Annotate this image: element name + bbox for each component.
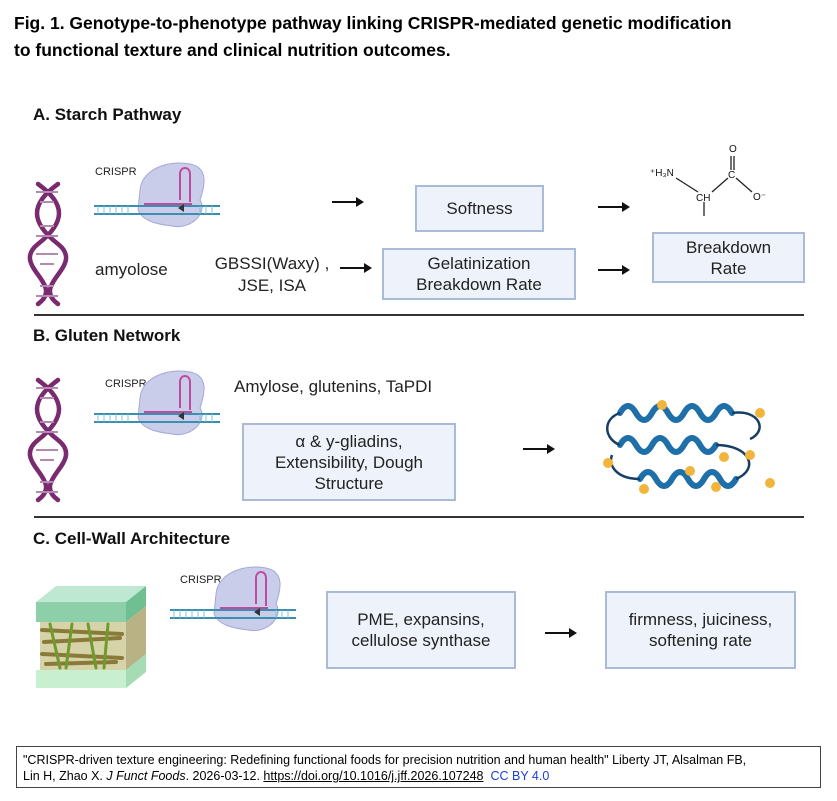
breakdown-rate-box-line-2: Rate bbox=[710, 258, 747, 278]
crispr-label-c: CRISPR bbox=[180, 574, 222, 586]
amino-acid-molecule: ⁺H₃N CH C O O⁻ bbox=[640, 140, 780, 220]
citation-box: "CRISPR-driven texture engineering: Rede… bbox=[16, 746, 821, 788]
arrow-icon bbox=[523, 444, 555, 454]
gene-list-a-line-2: JSE, ISA bbox=[237, 276, 307, 295]
firmness-box: firmness, juiciness, softening rate bbox=[605, 591, 796, 669]
firmness-box-line-1: firmness, juiciness, bbox=[628, 610, 773, 629]
citation-journal: J Funct Foods bbox=[106, 769, 186, 783]
firmness-box-line-2: softening rate bbox=[648, 631, 752, 650]
section-a-heading: A. Starch Pathway bbox=[33, 105, 182, 124]
citation-doi-link[interactable]: https://doi.org/10.1016/j.jff.2026.10724… bbox=[263, 769, 484, 783]
crispr-cas9-icon bbox=[94, 162, 220, 228]
arrow-icon bbox=[598, 265, 630, 275]
gliadins-box-line-3: Structure bbox=[314, 473, 384, 493]
carbonyl-oxygen-label: O bbox=[729, 144, 737, 155]
gelatinization-box-line-2: Breakdown Rate bbox=[416, 275, 542, 294]
gelatinization-box-line-1: Gelatinization bbox=[427, 254, 531, 273]
carboxyl-carbon-label: C bbox=[728, 170, 736, 181]
arrow-icon bbox=[598, 202, 630, 212]
protein-helix-icon bbox=[603, 400, 775, 494]
crispr-cas9-icon bbox=[94, 370, 220, 436]
section-divider bbox=[34, 314, 804, 316]
arrow-icon bbox=[545, 628, 577, 638]
section-divider bbox=[34, 516, 804, 518]
cell-wall-block-icon bbox=[36, 586, 146, 688]
pme-expansins-box: PME, expansins, cellulose synthase bbox=[326, 591, 516, 669]
carboxylate-oxygen-label: O⁻ bbox=[753, 192, 767, 203]
gliadins-box-line-2: Extensibility, Dough bbox=[274, 452, 424, 472]
figure-title-line-2: to functional texture and clinical nutri… bbox=[14, 40, 451, 60]
gluten-gene-list: Amylose, glutenins, TaPDI bbox=[234, 377, 433, 396]
arrow-icon bbox=[332, 197, 364, 207]
pme-expansins-box-line-2: cellulose synthase bbox=[351, 631, 491, 650]
alpha-carbon-label: CH bbox=[696, 193, 711, 204]
figure-title: Fig. 1. Genotype-to-phenotype pathway li… bbox=[14, 10, 814, 64]
gelatinization-box: Gelatinization Breakdown Rate bbox=[382, 248, 576, 300]
gene-list-a: GBSSI(Waxy) , JSE, ISA bbox=[208, 253, 336, 297]
gene-list-a-line-1: GBSSI(Waxy) , bbox=[214, 254, 330, 273]
citation-authors: Lin H, Zhao X. bbox=[23, 769, 107, 783]
citation-line-1: "CRISPR-driven texture engineering: Rede… bbox=[23, 753, 747, 767]
amyolose-label: amyolose bbox=[95, 260, 168, 279]
arrow-icon bbox=[340, 263, 372, 273]
crispr-label-a: CRISPR bbox=[95, 166, 137, 178]
dna-helix-icon bbox=[27, 181, 69, 307]
crispr-cas9-icon bbox=[170, 566, 296, 632]
amine-group-label: ⁺H₃N bbox=[650, 168, 674, 179]
gliadins-box-line-1: α & y-gliadins, bbox=[295, 431, 403, 451]
citation-license-link[interactable]: CC BY 4.0 bbox=[490, 769, 550, 783]
section-c-heading: C. Cell-Wall Architecture bbox=[33, 529, 231, 548]
citation-date: . 2026-03-12. bbox=[185, 769, 264, 783]
gliadins-box: α & y-gliadins, Extensibility, Dough Str… bbox=[242, 423, 456, 501]
dna-helix-icon bbox=[27, 377, 69, 503]
breakdown-rate-box-line-1: Breakdown bbox=[685, 237, 772, 257]
breakdown-rate-box: Breakdown Rate bbox=[652, 232, 805, 283]
pme-expansins-box-line-1: PME, expansins, bbox=[357, 610, 485, 629]
figure-title-line-1: Fig. 1. Genotype-to-phenotype pathway li… bbox=[14, 13, 732, 33]
amino-acid-bonds bbox=[675, 156, 753, 216]
softness-box: Softness bbox=[415, 185, 544, 232]
citation-line-2: Lin H, Zhao X. J Funct Foods. 2026-03-12… bbox=[23, 768, 814, 784]
section-b-heading: B. Gluten Network bbox=[33, 326, 181, 345]
crispr-label-b: CRISPR bbox=[105, 378, 147, 390]
